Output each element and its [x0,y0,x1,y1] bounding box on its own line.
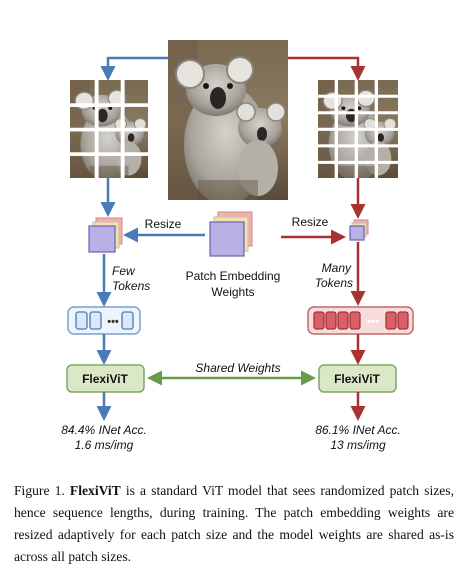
figure-caption: Figure 1. FlexiViT is a standard ViT mod… [14,480,454,568]
left-patch-stack [88,217,123,253]
caption-text: is a standard ViT model that sees random… [14,483,454,564]
left-patch-grid [70,80,148,178]
right-patch-grid [318,80,398,178]
patch-embedding-label-line1: Patch Embedding [186,269,281,283]
koala-photo [168,40,288,200]
left-latency-label: 1.6 ms/img [75,438,134,452]
resize-left-label: Resize [145,217,182,231]
left-accuracy-label: 84.4% INet Acc. [61,423,147,437]
patch-embedding-label-line2: Weights [211,285,254,299]
flexivit-left-label: FlexiViT [82,372,128,386]
figure: Resize Resize Patch Embedding Weights Fe… [61,40,414,452]
many-tokens-dots: ••• [367,316,379,328]
right-patch-stack [349,219,369,241]
flexivit-box-left [66,364,145,393]
arrow-photo-to-right [288,56,366,81]
right-accuracy-label: 86.1% INet Acc. [315,423,401,437]
resize-right-label: Resize [292,215,329,229]
many-tokens-row [307,306,414,335]
shared-weights-label: Shared Weights [195,361,280,375]
caption-model-name: FlexiViT [69,483,121,498]
few-tokens-label-line1: Few [112,264,136,278]
few-tokens-row [67,306,141,335]
patch-embedding-stack [209,211,253,257]
many-tokens-label-line2: Tokens [315,276,353,290]
arrow-photo-to-left [100,56,168,81]
few-tokens-label-line2: Tokens [112,279,150,293]
flexivit-right-label: FlexiViT [334,372,380,386]
many-tokens-label-line1: Many [322,261,352,275]
right-latency-label: 13 ms/img [330,438,386,452]
few-tokens-dots: ••• [107,316,119,328]
caption-label: Figure 1. [14,483,65,498]
